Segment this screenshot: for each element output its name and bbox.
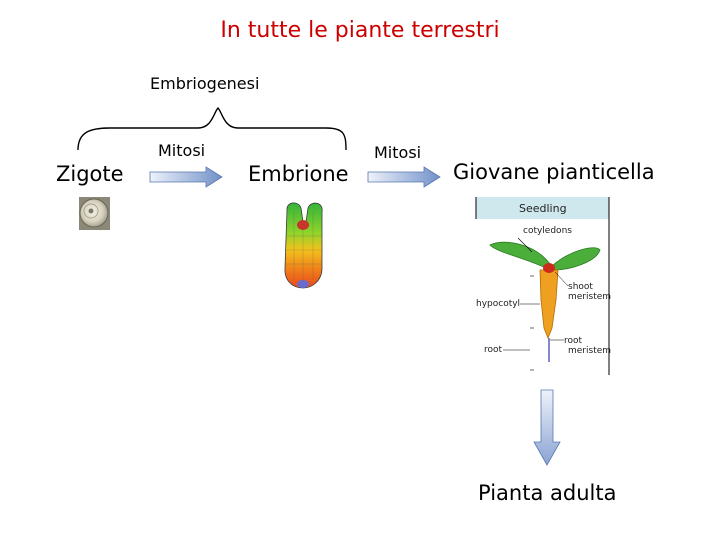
mitosi-label-2: Mitosi <box>374 143 422 162</box>
zygote-image <box>79 197 110 230</box>
stage-zigote: Zigote <box>56 162 124 186</box>
meristem-label-1: meristem <box>568 292 611 302</box>
shoot-label: shoot <box>568 282 593 292</box>
root-label: root <box>484 345 503 355</box>
down-arrow <box>533 389 561 466</box>
cotyledons-label: cotyledons <box>523 226 572 236</box>
stage-pianta-adulta: Pianta adulta <box>478 481 617 505</box>
stage-embrione: Embrione <box>248 162 349 186</box>
meristem-label-2: meristem <box>568 346 611 356</box>
seedling-header: Seedling <box>519 202 567 215</box>
mitosi-label-1: Mitosi <box>158 141 206 160</box>
hypocotyl-label: hypocotyl <box>476 299 520 309</box>
root-meristem-label: root <box>564 336 583 346</box>
mitosi-arrow-1 <box>149 166 223 188</box>
embriogenesi-label: Embriogenesi <box>150 74 260 93</box>
embryo-image <box>278 198 328 290</box>
stage-giovane-pianticella: Giovane pianticella <box>453 160 655 184</box>
seedling-figure: Seedling cotyledons shoot meristem hypoc… <box>475 197 611 375</box>
mitosi-arrow-2 <box>367 166 441 188</box>
embriogenesi-brace <box>77 107 347 151</box>
slide-title: In tutte le piante terrestri <box>220 18 500 43</box>
